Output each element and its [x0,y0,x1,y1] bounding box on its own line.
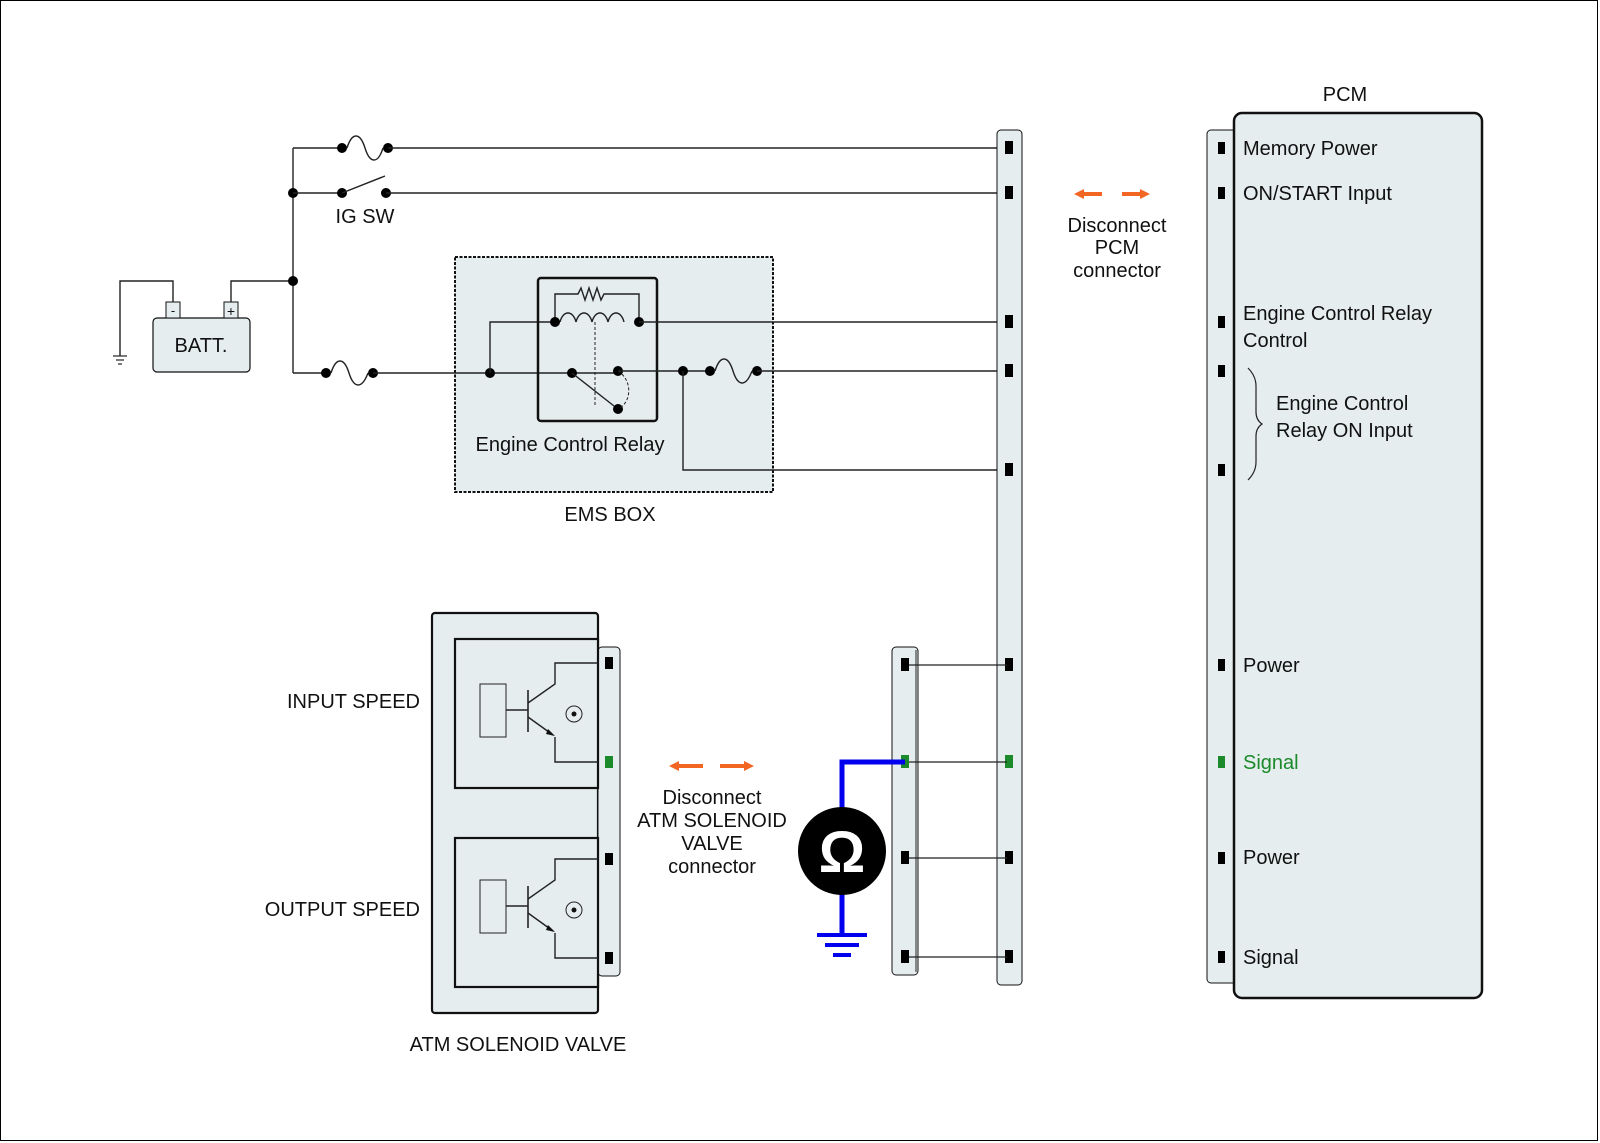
harness-pin [1005,141,1013,154]
pcm-pin [1218,659,1225,671]
ohm-symbol: Ω [819,820,866,885]
pcm-pin-label-2: Control [1243,330,1307,352]
ig-switch-label: IG SW [336,206,395,228]
meter-probe-wire [839,759,905,808]
atm-connector[interactable] [597,646,621,977]
brace-icon [1247,367,1264,481]
pcm-pin [1218,316,1225,328]
pcm-title: PCM [1323,84,1367,106]
ohmmeter-icon[interactable]: Ω [798,807,886,895]
pcm-pin [1218,365,1225,377]
pcm-disconnect-line1: Disconnect [1068,215,1167,237]
harness-pin [1005,658,1013,671]
atm-harness-pin [901,950,909,963]
harness-pin [1005,463,1013,476]
atm-harness-pin [901,658,909,671]
pcm-pin-label: ON/START Input [1243,183,1392,205]
harness-pin [1005,364,1013,377]
pcm-disconnect-line2: PCM [1095,237,1139,259]
pcm-box [1232,111,1484,1000]
ems-box-label: EMS BOX [564,504,655,526]
pcm-pin-label: Engine Control Relay [1243,303,1432,325]
pcm-pin-label-2: Relay ON Input [1276,420,1413,442]
atm-disconnect-line3: VALVE [681,833,743,855]
atm-harness-pin [901,851,909,864]
pcm-pin [1218,852,1225,864]
atm-valve-label: ATM SOLENOID VALVE [410,1034,627,1056]
ground-wire [119,280,174,356]
pcm-pin [1218,756,1225,768]
input-speed-label: INPUT SPEED [287,691,420,713]
pcm-pin [1218,187,1225,199]
pcm-pin [1218,951,1225,963]
engine-control-relay: Engine Control Relay [476,276,665,456]
meter-ground-icon [817,933,867,957]
atm-disconnect-line4: connector [668,856,756,878]
pcm-pin-label: Engine Control [1276,393,1408,415]
fuse-icon [321,360,378,386]
ems-box: EMS BOX [454,256,774,526]
pcm-pin-label: Memory Power [1243,138,1378,160]
pcm-pin-label: Signal [1243,752,1299,774]
atm-solenoid-valve [430,611,621,1015]
pcm-pin-label: Signal [1243,947,1299,969]
harness-pin [1005,186,1013,199]
ig-switch-icon [337,175,391,198]
harness-pin [1005,755,1013,768]
battery-pos-wire [230,280,293,302]
fuse-icon [337,135,393,161]
pcm-pin [1218,464,1225,476]
harness-pin [1005,315,1013,328]
harness-connector[interactable] [996,129,1023,986]
pcm-disconnect-line3: connector [1073,260,1161,282]
ground-icon [113,355,127,365]
harness-pin [1005,950,1013,963]
atm-harness-connector[interactable] [891,646,919,976]
battery-neg-label: - [171,303,175,318]
battery-label: BATT. [175,335,228,357]
harness-pin [1005,851,1013,864]
fuse-icon [714,358,753,384]
input-speed-sensor-icon [479,662,598,763]
output-speed-label: OUTPUT SPEED [265,899,420,921]
atm-disconnect-line1: Disconnect [663,787,762,809]
atm-disconnect-line2: ATM SOLENOID [637,810,787,832]
output-speed-sensor-icon [479,858,598,959]
pcm-pin-label: Power [1243,847,1300,869]
pcm-pin [1218,142,1225,154]
pcm-pin-label: Power [1243,655,1300,677]
battery: - + BATT. [152,301,251,373]
battery-pos-label: + [227,303,235,319]
relay-label: Engine Control Relay [476,434,665,456]
